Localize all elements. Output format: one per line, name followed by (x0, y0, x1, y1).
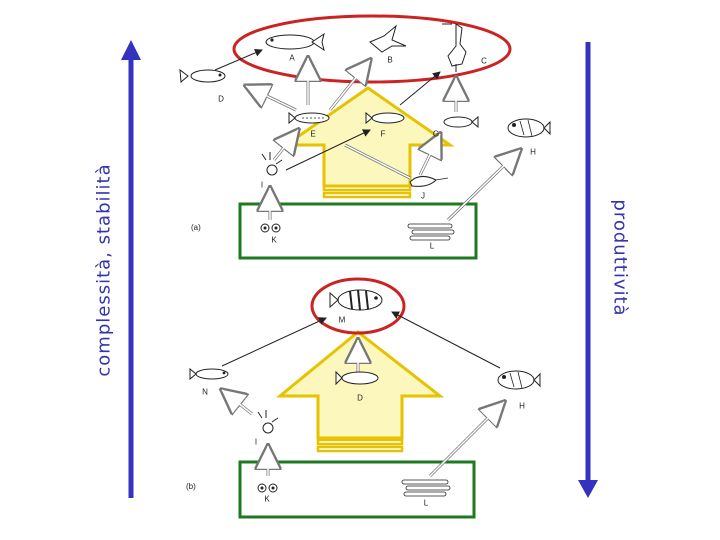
node-label-j: J (421, 191, 425, 201)
node-label-b: B (387, 55, 393, 65)
algae-k-icon (260, 223, 281, 233)
heron-c-icon (442, 23, 467, 72)
fish-g-icon (443, 115, 479, 129)
panel-a-tag: (a) (191, 223, 201, 232)
algae-k-b-icon (257, 483, 278, 493)
fish-d-b-icon (335, 370, 379, 386)
shrimp-j-icon (409, 176, 449, 187)
complexity-arrow (121, 40, 141, 498)
node-label-l: L (429, 241, 435, 251)
fish-d-icon (179, 68, 226, 84)
fish-n-icon (189, 367, 229, 381)
insect-i-icon (261, 152, 283, 176)
node-label-d: D (218, 94, 224, 104)
fish-a-icon (265, 32, 325, 52)
producers-box-b (238, 460, 476, 519)
node-label-h-b: H (519, 401, 525, 411)
complexity-stability-label: complessità, stabilità (93, 163, 115, 377)
node-label-n: N (202, 387, 208, 397)
top-predators-ellipse-b (310, 277, 406, 335)
yellow-arrow-b (275, 330, 445, 453)
fish-f-icon (365, 111, 405, 125)
node-label-h: H (530, 147, 536, 157)
node-label-g: G (432, 129, 440, 139)
fish-e-icon (288, 111, 330, 125)
food-web-links-a (246, 58, 520, 222)
predation-links-b (221, 311, 501, 369)
fish-h-b-icon (497, 370, 541, 390)
productivity-arrow (578, 42, 598, 498)
yellow-arrow-a (281, 86, 455, 199)
node-label-m: M (338, 315, 346, 325)
node-label-l-b: L (423, 498, 429, 508)
predation-links-a (214, 49, 441, 171)
productivity-label: produttività (609, 199, 631, 317)
algae-l-icon (407, 223, 455, 241)
food-web-links-b (222, 340, 504, 478)
insect-i-b-icon (257, 410, 279, 434)
node-label-k-b: K (264, 494, 270, 504)
algae-l-b-icon (401, 479, 451, 497)
panel-b-tag: (b) (186, 482, 196, 491)
node-label-k: K (271, 235, 277, 245)
node-label-a: A (289, 53, 295, 63)
producers-box-a (238, 202, 478, 260)
node-label-d-b: D (357, 393, 363, 403)
fish-m-icon (329, 289, 383, 311)
node-label-f: F (380, 129, 386, 139)
node-label-i-b: I (254, 437, 258, 447)
bird-b-icon (369, 24, 407, 53)
fish-h-icon (507, 118, 551, 138)
node-label-c: C (481, 56, 487, 66)
top-predators-ellipse-a (232, 14, 512, 84)
node-label-e: E (310, 129, 316, 139)
node-label-i: I (260, 180, 264, 190)
